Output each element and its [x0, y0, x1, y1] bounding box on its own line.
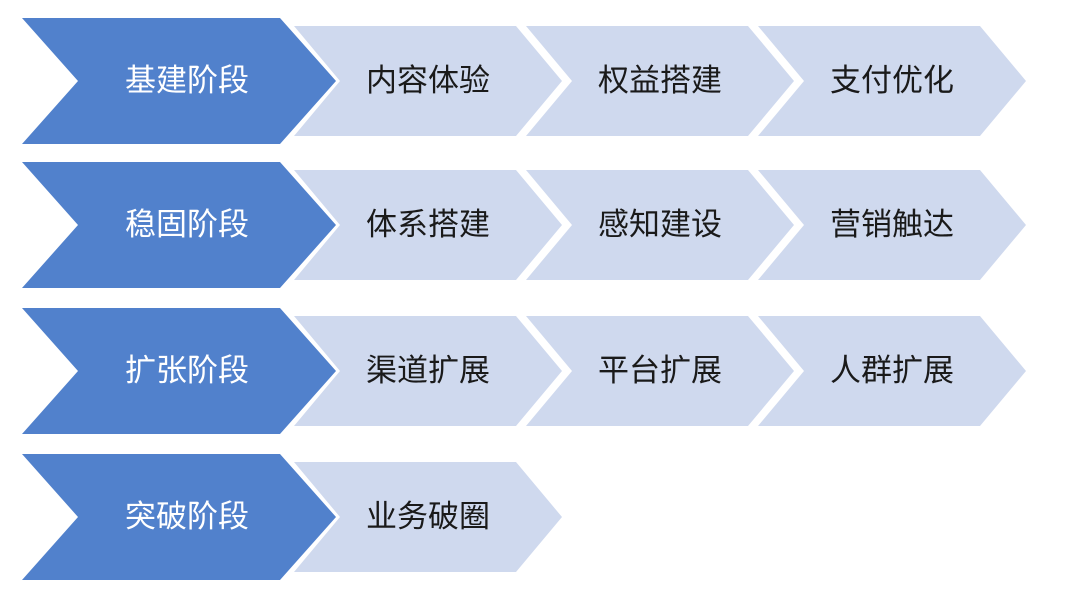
step-label: 权益搭建 — [598, 63, 722, 99]
step-chevron — [294, 462, 562, 572]
step-chevron — [294, 316, 562, 426]
stage-label: 扩张阶段 — [125, 353, 249, 389]
stage-label: 稳固阶段 — [125, 207, 249, 243]
step-label: 渠道扩展 — [366, 353, 490, 389]
step-label: 体系搭建 — [366, 207, 490, 243]
step-label: 人群扩展 — [830, 353, 954, 389]
stage-chevron — [22, 162, 336, 288]
stage-label: 基建阶段 — [125, 63, 249, 99]
step-chevron — [526, 316, 794, 426]
step-chevron — [526, 170, 794, 280]
step-chevron — [758, 316, 1026, 426]
step-chevron — [526, 26, 794, 136]
step-label: 感知建设 — [598, 207, 722, 243]
step-chevron — [294, 26, 562, 136]
step-label: 内容体验 — [366, 63, 490, 99]
stage-chevron — [22, 308, 336, 434]
step-label: 业务破圈 — [366, 499, 490, 535]
step-label: 营销触达 — [830, 207, 954, 243]
stage-chevron — [22, 454, 336, 580]
step-chevron — [758, 26, 1026, 136]
step-chevron — [758, 170, 1026, 280]
stage-label: 突破阶段 — [125, 499, 249, 535]
stage-chevron — [22, 18, 336, 144]
step-chevron — [294, 170, 562, 280]
step-label: 支付优化 — [830, 63, 954, 99]
step-label: 平台扩展 — [598, 353, 722, 389]
